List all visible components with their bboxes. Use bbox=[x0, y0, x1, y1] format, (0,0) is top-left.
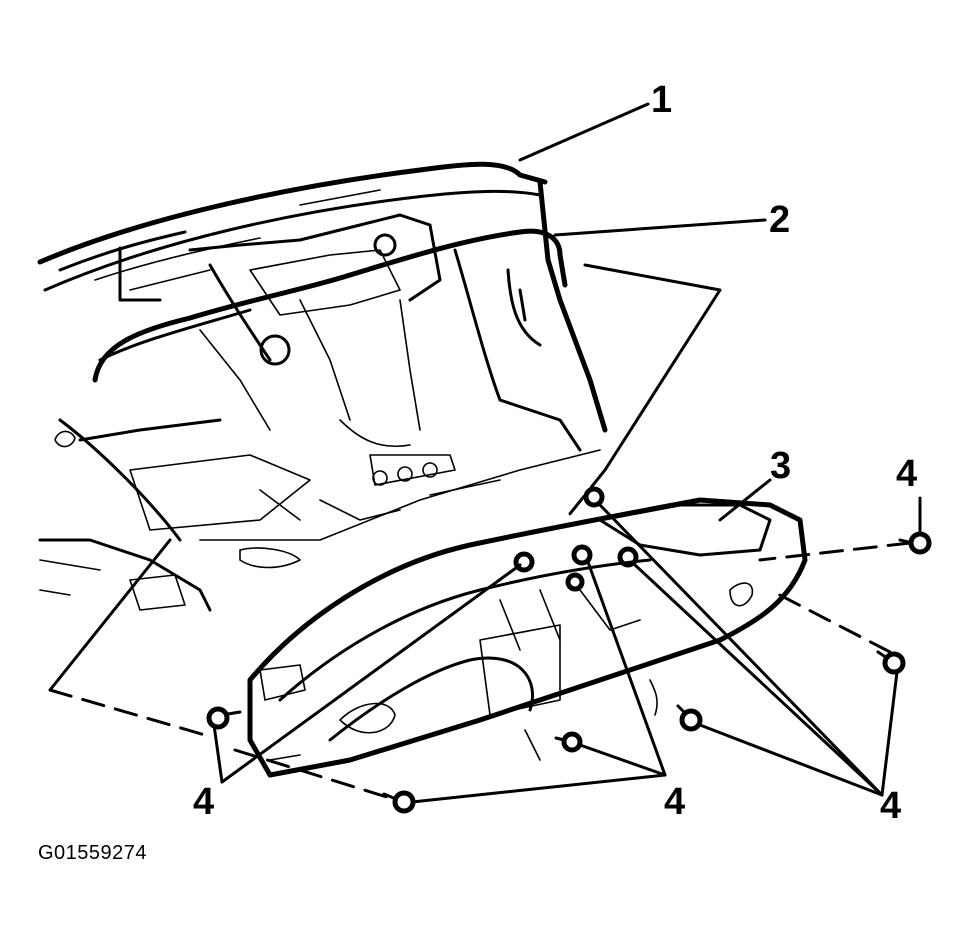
nut-5-icon bbox=[382, 790, 416, 814]
leader-1 bbox=[518, 102, 650, 162]
nut-3-icon bbox=[676, 704, 703, 732]
leader-4-left-b bbox=[212, 723, 224, 784]
callout-4-left: 4 bbox=[193, 781, 214, 823]
leader-4-right-b bbox=[698, 723, 884, 797]
leader-4-left-dash bbox=[233, 748, 392, 800]
leader-4-top-dash bbox=[758, 541, 912, 562]
leader-4-mid-b bbox=[578, 743, 667, 777]
stud-4-icon bbox=[617, 546, 639, 568]
callout-4-top: 4 bbox=[896, 453, 917, 495]
stud-3-icon bbox=[571, 544, 593, 566]
callout-4-mid: 4 bbox=[664, 781, 685, 823]
callout-2: 2 bbox=[769, 199, 790, 241]
leader-4-left-a bbox=[220, 563, 522, 784]
tail-lamp-assembly bbox=[247, 497, 808, 778]
leader-4-mid-a bbox=[410, 773, 667, 804]
leader-4-mid-c bbox=[586, 560, 667, 777]
callout-3: 3 bbox=[770, 445, 791, 487]
callout-4-right: 4 bbox=[880, 785, 901, 827]
nut-4-icon bbox=[554, 731, 583, 753]
detail-view-outline bbox=[48, 263, 722, 737]
stud-2-icon bbox=[513, 551, 535, 573]
leader-4-right-dash bbox=[768, 588, 892, 654]
fasteners bbox=[206, 486, 932, 814]
figure-id: G01559274 bbox=[38, 842, 148, 864]
leader-2 bbox=[553, 218, 767, 237]
leader-4-right-d bbox=[633, 563, 884, 797]
nut-2-icon bbox=[876, 650, 906, 675]
leader-3 bbox=[718, 478, 772, 522]
leader-4-right-c bbox=[598, 503, 884, 797]
stud-5-icon bbox=[565, 572, 585, 592]
leader-lines bbox=[212, 102, 922, 804]
leader-4-right-a bbox=[880, 670, 899, 797]
vehicle-rear-compartment bbox=[37, 161, 608, 612]
stud-1-icon bbox=[583, 486, 605, 508]
nut-6-icon bbox=[206, 706, 242, 730]
callout-1: 1 bbox=[651, 79, 672, 121]
